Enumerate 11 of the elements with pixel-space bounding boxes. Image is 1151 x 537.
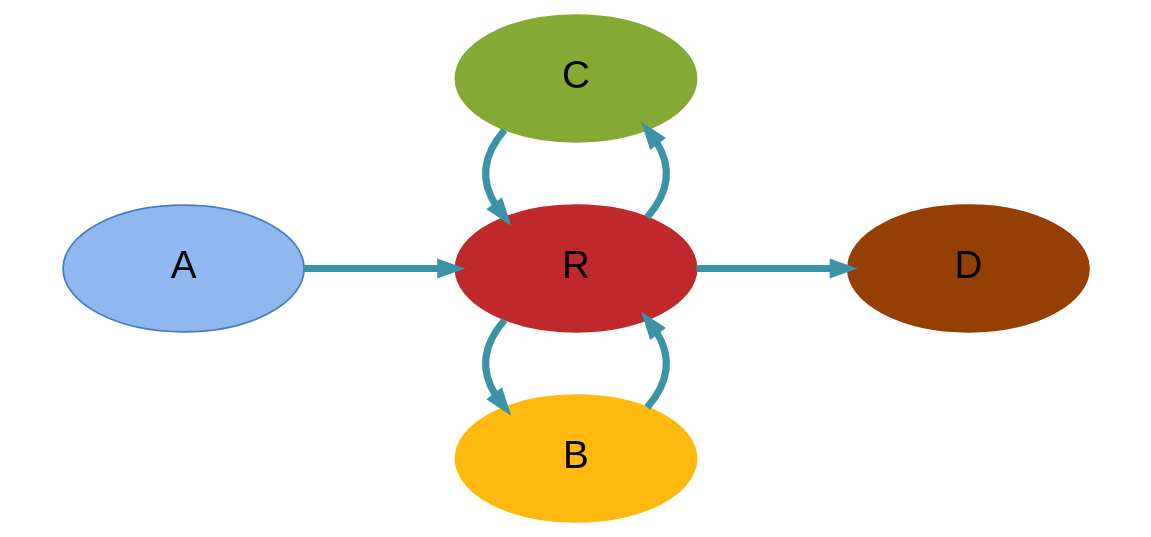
arrow — [696, 258, 858, 279]
node-ellipse: A — [61, 204, 305, 333]
arrow — [303, 258, 465, 279]
arrow — [640, 311, 670, 410]
node-ellipse: B — [454, 394, 697, 523]
node-ellipse: C — [454, 14, 697, 143]
node-ellipse: D — [846, 204, 1090, 333]
arrow — [481, 127, 511, 226]
node-ellipse: R — [454, 204, 697, 333]
arrow — [640, 121, 670, 220]
arrow — [481, 317, 511, 416]
